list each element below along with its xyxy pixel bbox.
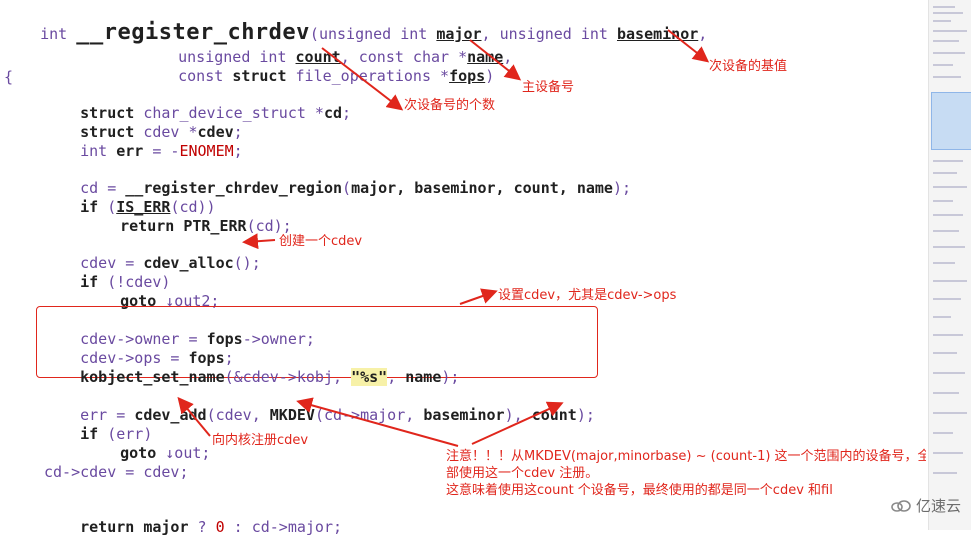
code-line-19: goto ↓out;: [120, 444, 211, 462]
param-baseminor: baseminor: [616, 25, 699, 43]
code-line-20: cd->cdev = cdev;: [44, 463, 189, 481]
minimap-viewport[interactable]: [931, 92, 971, 150]
goto-out-link[interactable]: ↓out;: [156, 444, 211, 462]
goto-out2-link[interactable]: ↓out2;: [156, 292, 220, 310]
code-line-7: int err = -ENOMEM;: [80, 142, 243, 160]
watermark-logo: 亿速云: [890, 495, 961, 516]
highlight-box: [36, 306, 598, 378]
code-line-15: cdev->ops = fops;: [80, 349, 234, 367]
code-line-5: struct char_device_struct *cd;: [80, 104, 352, 122]
code-line-6: struct cdev *cdev;: [80, 123, 243, 141]
minimap[interactable]: [928, 0, 971, 530]
annotation-cdev-alloc: 创建一个cdev: [279, 234, 363, 249]
code-line-16: kobject_set_name(&cdev->kobj, "%s", name…: [80, 368, 460, 386]
code-line-9: if (IS_ERR(cd)): [80, 198, 216, 216]
code-line-4: {: [4, 68, 14, 86]
annotation-note: 注意！！！从MKDEV(major,minorbase) ~ (count-1)…: [446, 449, 926, 498]
annotation-baseminor: 次设备的基值: [709, 59, 788, 74]
code-line-12: if (!cdev): [80, 273, 171, 291]
code-line-18: if (err): [80, 425, 153, 443]
annotation-major: 主设备号: [522, 80, 575, 95]
code-view: int __register_chrdev(unsigned int major…: [4, 20, 707, 537]
code-line-21: return major ? 0 : cd->major;: [80, 518, 343, 536]
annotation-cdev-add: 向内核注册cdev: [212, 433, 309, 448]
function-name: __register_chrdev: [76, 20, 310, 45]
cloud-icon: [891, 499, 911, 512]
code-line-10: return PTR_ERR(cd);: [120, 217, 292, 235]
code-line-13: goto ↓out2;: [120, 292, 220, 310]
param-major: major: [436, 25, 482, 43]
code-line-11: cdev = cdev_alloc();: [80, 254, 261, 272]
watermark-text: 亿速云: [915, 497, 961, 515]
annotation-set-cdev: 设置cdev，尤其是cdev->ops: [498, 288, 677, 303]
keyword-int: int: [40, 25, 68, 43]
code-line-14: cdev->owner = fops->owner;: [80, 330, 315, 348]
annotation-count: 次设备号的个数: [404, 98, 496, 113]
param-fops: fops: [449, 67, 486, 85]
code-line-8: cd = __register_chrdev_region(major, bas…: [80, 179, 632, 197]
